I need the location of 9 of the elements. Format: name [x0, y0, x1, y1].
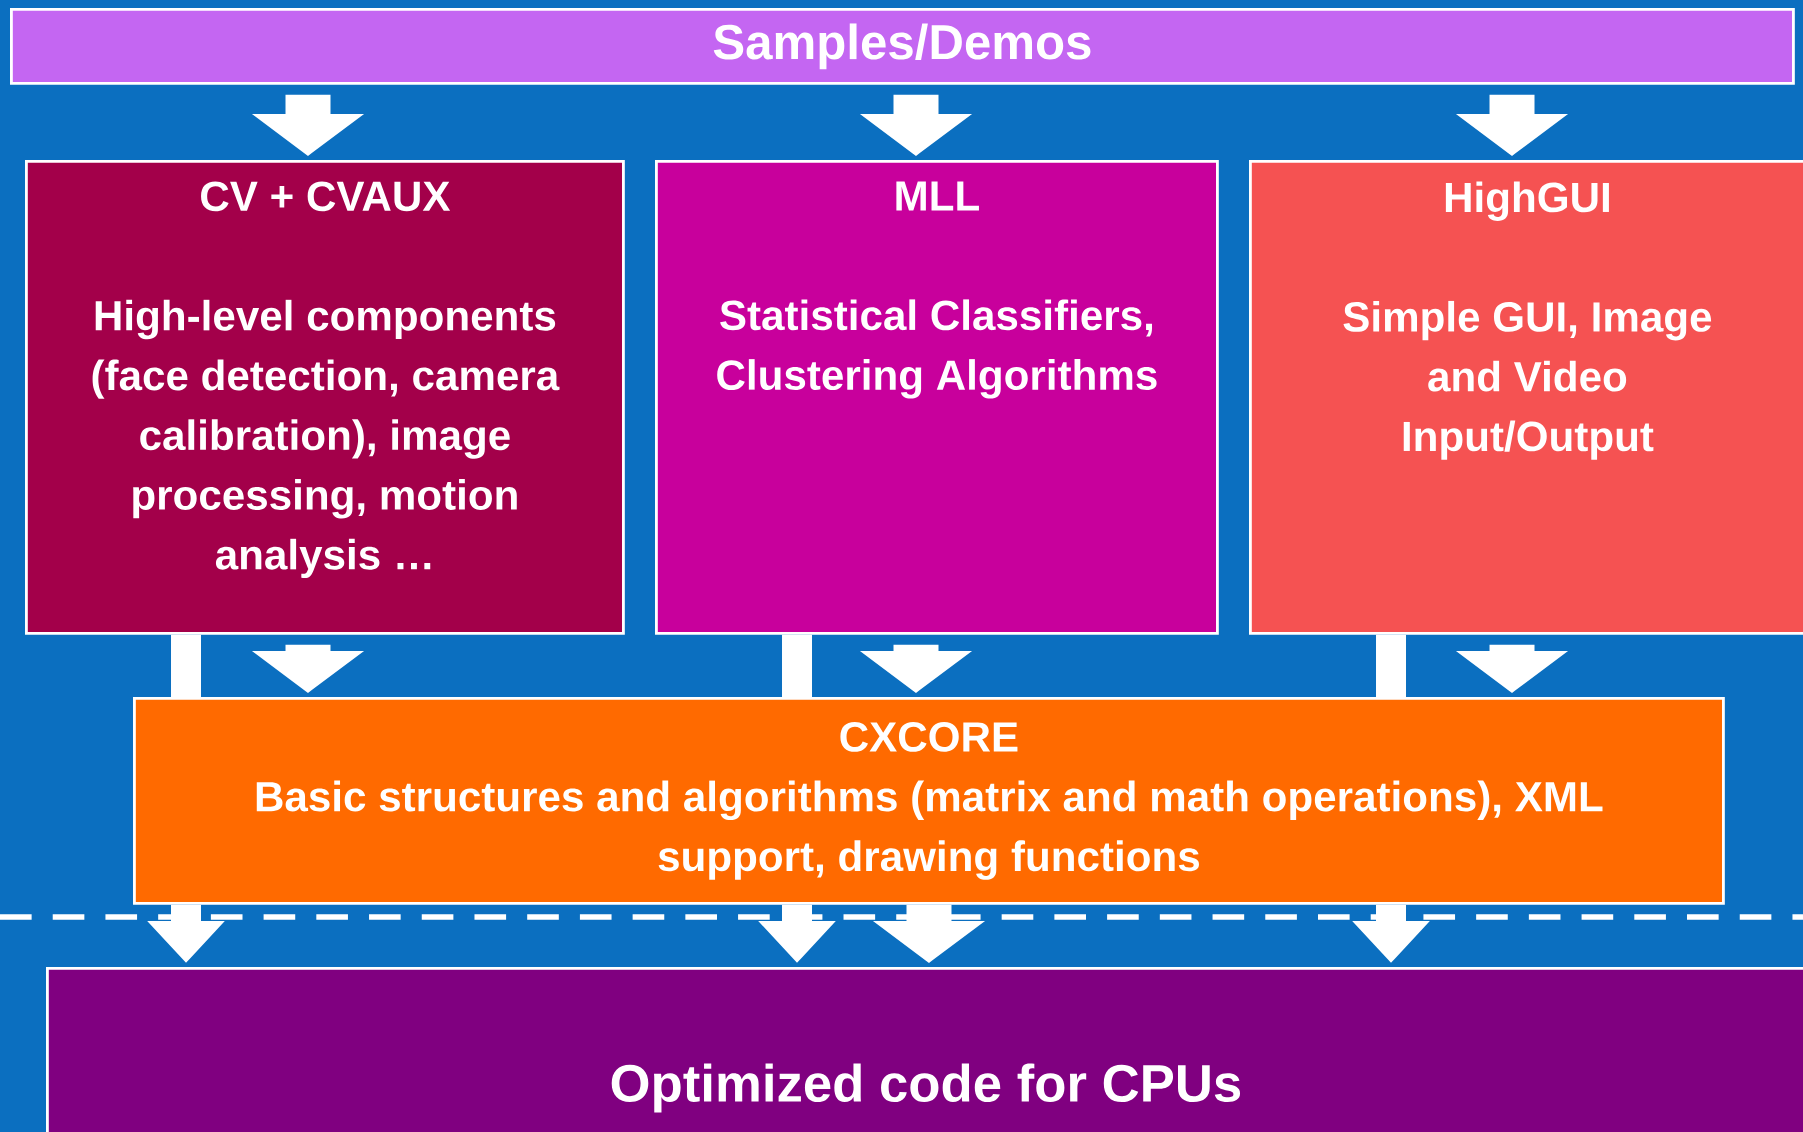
module-box: CV + CVAUX High-level components (face detection, camera calibration), image processing, motion analysis …	[25, 160, 625, 635]
top-bar: Samples/Demos	[10, 8, 1795, 85]
connector-bar	[171, 634, 201, 697]
module-box: HighGUI Simple GUI, Image and Video Input/Output	[1249, 160, 1803, 635]
core-box: CXCORE Basic structures and algorithms (matrix and math operations), XML support, drawing functions	[133, 697, 1725, 905]
connector-bar	[782, 634, 812, 697]
base-box: Optimized code for CPUs	[46, 967, 1803, 1132]
connector-bar	[1376, 634, 1406, 697]
module-box: MLL Statistical Classifiers, Clustering Algorithms	[655, 160, 1219, 635]
